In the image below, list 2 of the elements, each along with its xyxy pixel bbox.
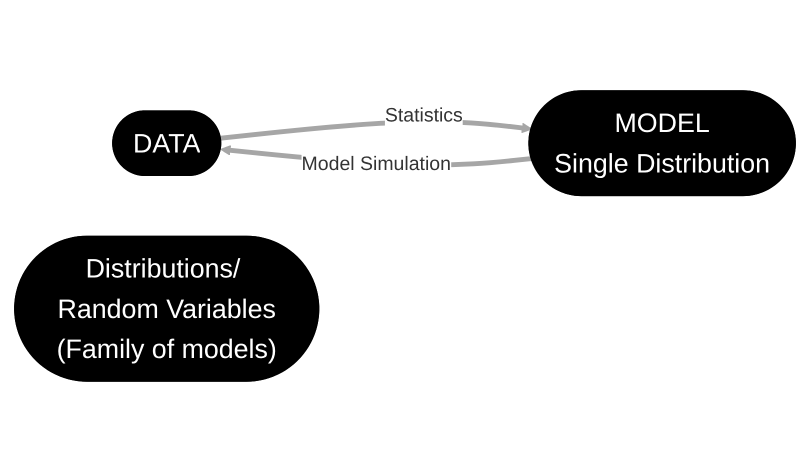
- edge-label: Model Simulation: [302, 154, 451, 175]
- edge-label: Statistics: [384, 105, 463, 126]
